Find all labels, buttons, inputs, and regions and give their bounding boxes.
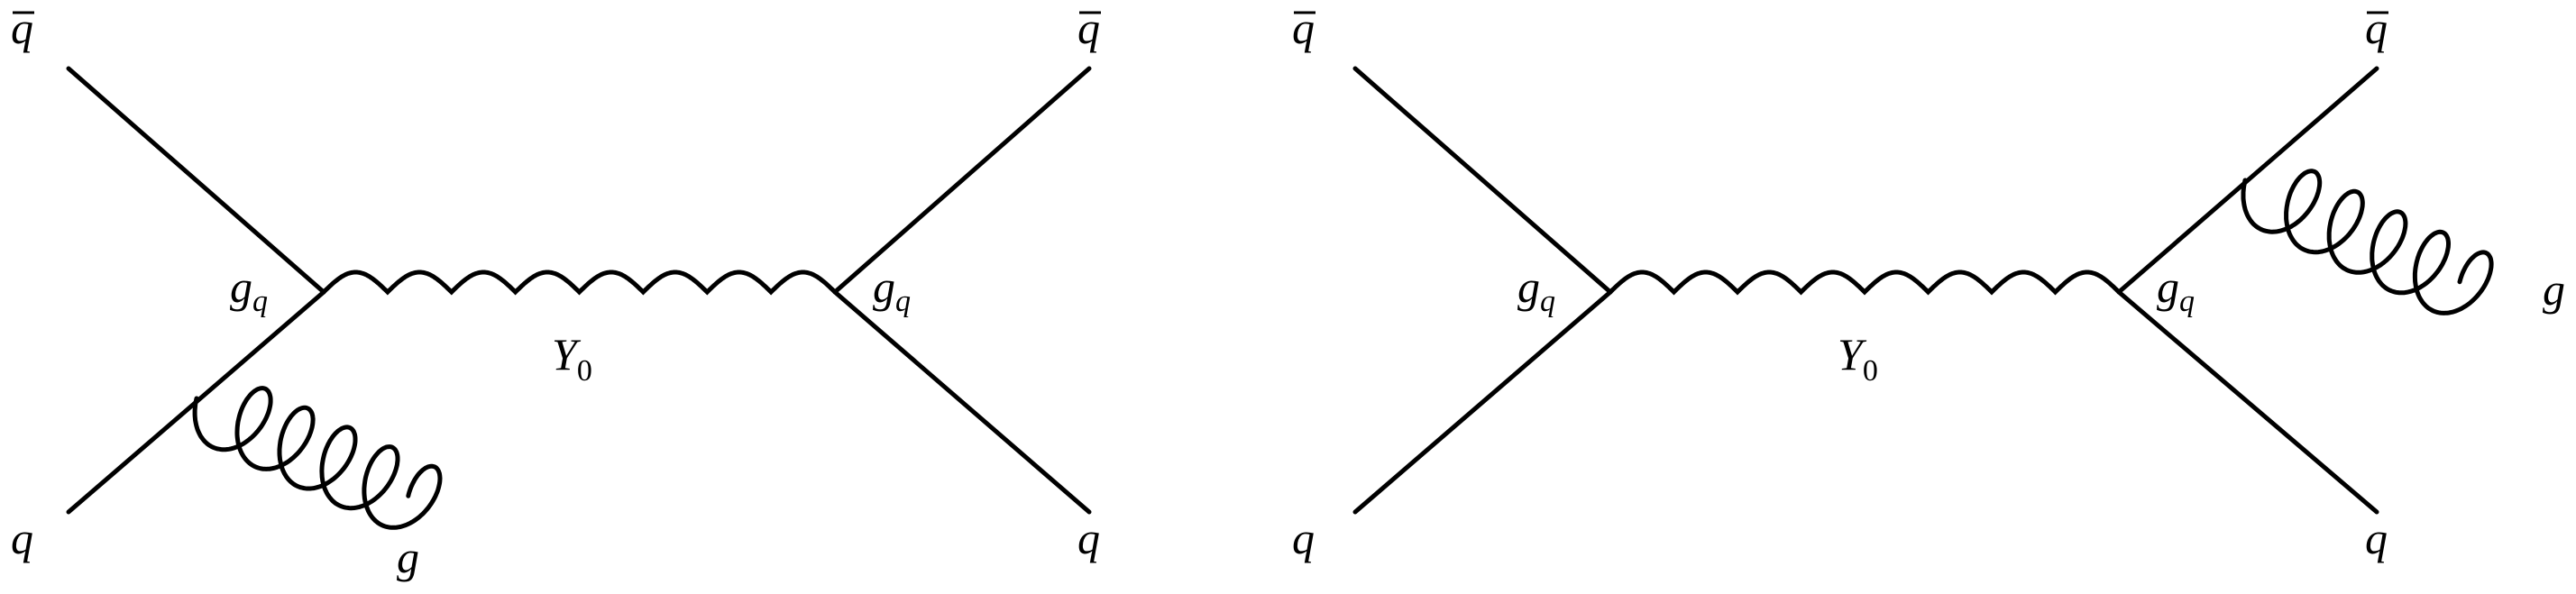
outgoing-quark-line [2116, 289, 2379, 515]
diagram-fsr [1352, 66, 2494, 515]
label-out-quark: q [2365, 513, 2388, 563]
incoming-antiquark-line [1352, 66, 1613, 295]
label-vertex-right: gq [873, 261, 911, 318]
label-out-antiquark: q [2365, 3, 2388, 53]
label-in-quark: q [1292, 513, 1315, 563]
mediator-propagator [321, 270, 838, 296]
label-vertex-left: gq [1517, 261, 1555, 318]
label-out-antiquark: q [1077, 3, 1100, 53]
outgoing-quark-line [832, 289, 1092, 515]
diagram-1-labels: q q q q gq gq Y0 g [11, 3, 1101, 582]
label-vertex-right: gq [2157, 261, 2195, 318]
gluon-line [192, 386, 443, 530]
incoming-antiquark-line [66, 66, 326, 295]
label-in-quark: q [11, 513, 33, 563]
label-gluon: g [2543, 264, 2565, 315]
mediator-propagator [1608, 270, 2122, 296]
label-mediator: Y0 [552, 329, 592, 388]
diagram-2-labels: q q q q gq gq Y0 g [1292, 3, 2565, 563]
label-in-antiquark: q [11, 3, 33, 53]
outgoing-antiquark-line [832, 66, 1092, 295]
outgoing-antiquark-line [2116, 66, 2379, 295]
label-mediator: Y0 [1838, 329, 1878, 388]
incoming-quark-line [1352, 289, 1613, 515]
gluon-line [2241, 169, 2494, 315]
label-out-quark: q [1077, 513, 1100, 563]
label-gluon: g [397, 532, 419, 582]
label-in-antiquark: q [1292, 3, 1315, 53]
label-vertex-left: gq [230, 261, 268, 318]
diagram-isr [66, 66, 1092, 530]
